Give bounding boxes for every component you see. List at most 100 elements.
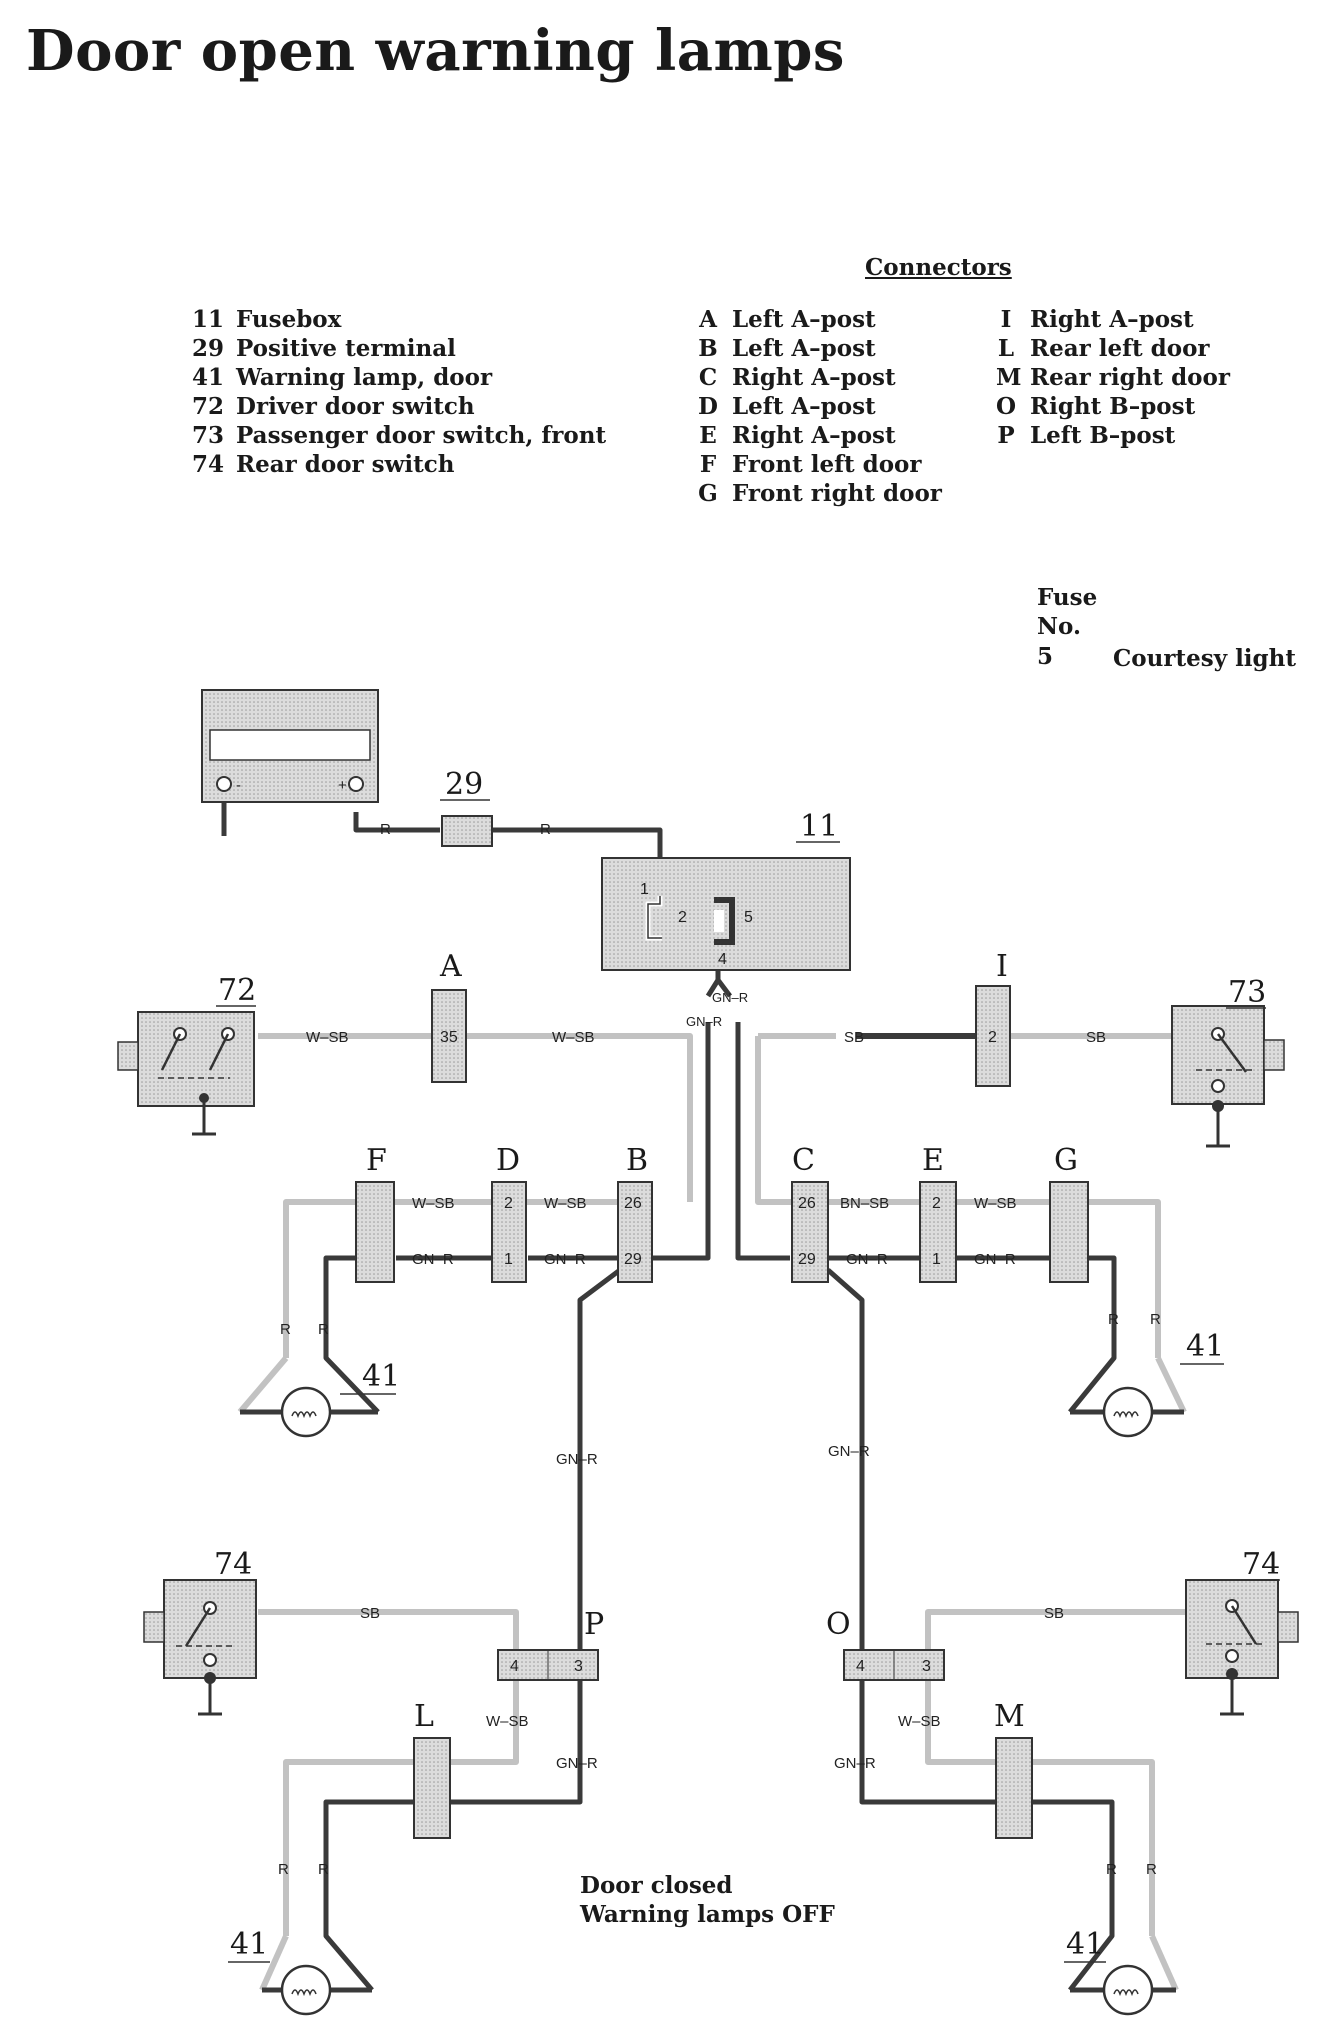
fuse-heading-line2: No. [1037, 613, 1081, 640]
svg-text:GN–R: GN–R [556, 1451, 598, 1468]
component-41-warning-lamp-rear-left: 41 [228, 1927, 332, 2016]
fuse-description: Courtesy light [1113, 645, 1296, 672]
connector-F: F [355, 1143, 395, 1283]
svg-text:L: L [414, 1699, 434, 1734]
svg-text:1: 1 [932, 1251, 941, 1268]
component-72-driver-door-switch: 72 [117, 973, 256, 1136]
svg-text:R: R [280, 1321, 291, 1338]
connector-L: L [413, 1699, 451, 1839]
svg-text:R: R [1146, 1861, 1157, 1878]
svg-text:E: E [922, 1143, 944, 1178]
component-74-rear-door-switch-right: 74 [1185, 1547, 1299, 1716]
svg-text:3: 3 [574, 1658, 583, 1675]
svg-text:GN–R: GN–R [556, 1755, 598, 1772]
svg-text:R: R [540, 821, 551, 838]
svg-text:I: I [996, 949, 1008, 984]
svg-text:R: R [1150, 1311, 1161, 1328]
connector-B: 26 29 B [617, 1143, 653, 1283]
svg-text:W–SB: W–SB [544, 1195, 587, 1212]
svg-text:73: 73 [1228, 975, 1266, 1010]
battery: - + [201, 689, 379, 803]
svg-text:C: C [792, 1143, 815, 1178]
svg-text:GN–R: GN–R [712, 990, 748, 1005]
svg-text:SB: SB [1086, 1029, 1106, 1046]
svg-text:A: A [439, 949, 462, 984]
svg-text:29: 29 [445, 767, 483, 802]
svg-text:74: 74 [1242, 1547, 1280, 1582]
svg-text:4: 4 [718, 951, 727, 968]
svg-text:B: B [626, 1143, 648, 1178]
component-29-positive-terminal: 29 [440, 767, 493, 847]
svg-text:P: P [584, 1607, 604, 1642]
svg-text:2: 2 [504, 1195, 513, 1212]
svg-text:11: 11 [800, 809, 838, 844]
svg-text:29: 29 [798, 1251, 816, 1268]
svg-text:GN–R: GN–R [974, 1251, 1016, 1268]
svg-text:GN–R: GN–R [686, 1014, 722, 1029]
component-41-warning-lamp-rear-right: 41 [1064, 1927, 1154, 2016]
light-wires [237, 1033, 1188, 1992]
connector-C: 26 29 C [791, 1143, 829, 1283]
svg-text:74: 74 [214, 1547, 252, 1582]
connector-D: 2 1 D [491, 1143, 527, 1283]
svg-text:41: 41 [362, 1359, 400, 1394]
svg-text:5: 5 [744, 909, 753, 926]
component-73-passenger-door-switch: 73 [1171, 975, 1285, 1148]
svg-text:2: 2 [678, 909, 687, 926]
battery-positive-terminal [348, 776, 364, 792]
component-41-warning-lamp-front-right: 41 [1102, 1329, 1224, 1438]
svg-text:W–SB: W–SB [898, 1713, 941, 1730]
svg-text:35: 35 [440, 1029, 458, 1046]
svg-text:O: O [826, 1607, 851, 1642]
connector-M: M [994, 1699, 1033, 1839]
status-note-line2: Warning lamps OFF [580, 1901, 835, 1928]
connector-P: 4 3 P [497, 1607, 604, 1681]
svg-text:1: 1 [504, 1251, 513, 1268]
svg-text:41: 41 [1066, 1927, 1104, 1962]
svg-text:41: 41 [230, 1927, 268, 1962]
svg-text:GN–R: GN–R [412, 1251, 454, 1268]
component-11-fusebox: 11 1 2 4 5 [601, 809, 851, 971]
svg-text:26: 26 [798, 1195, 816, 1212]
svg-text:R: R [318, 1321, 329, 1338]
svg-text:R: R [380, 821, 391, 838]
connector-I: 2 I [975, 949, 1011, 1087]
svg-text:D: D [496, 1143, 520, 1178]
connector-E: 2 1 E [919, 1143, 957, 1283]
battery-negative-terminal [216, 776, 232, 792]
svg-text:4: 4 [510, 1658, 519, 1675]
svg-text:SB: SB [1044, 1605, 1064, 1622]
svg-text:-: - [236, 777, 241, 794]
svg-text:R: R [318, 1861, 329, 1878]
fuse-heading-line1: Fuse [1037, 584, 1098, 611]
status-note-line1: Door closed [580, 1872, 733, 1899]
svg-text:W–SB: W–SB [306, 1029, 349, 1046]
svg-text:GN–R: GN–R [544, 1251, 586, 1268]
connectors-heading: Connectors [865, 254, 1012, 281]
connector-A: 35 A [431, 949, 467, 1083]
svg-text:R: R [1106, 1861, 1117, 1878]
svg-text:W–SB: W–SB [552, 1029, 595, 1046]
svg-text:W–SB: W–SB [412, 1195, 455, 1212]
svg-text:F: F [366, 1143, 387, 1178]
component-74-rear-door-switch-left: 74 [143, 1547, 257, 1716]
svg-text:29: 29 [624, 1251, 642, 1268]
fuse-number: 5 [1037, 643, 1054, 670]
